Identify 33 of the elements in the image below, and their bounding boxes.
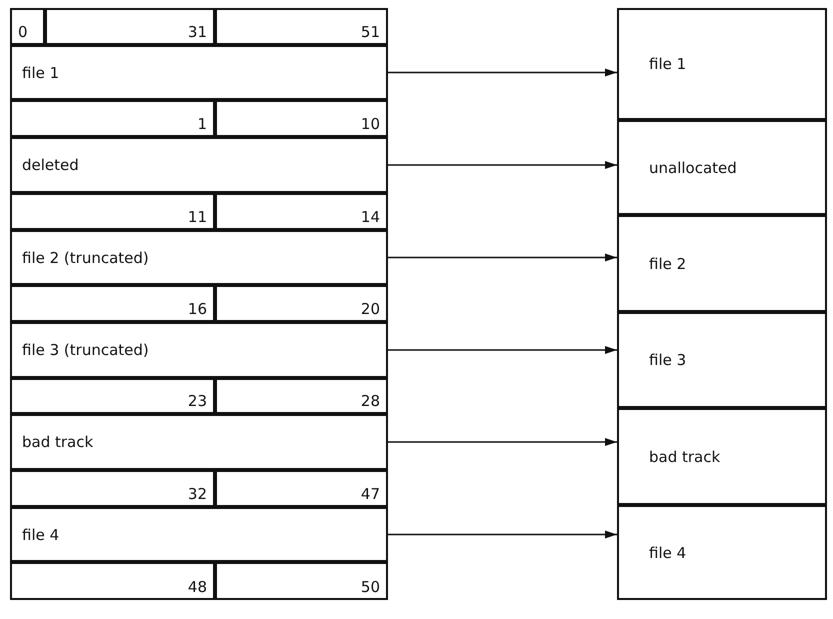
table-cell: 28 <box>215 378 388 414</box>
table-cell: 23 <box>10 378 215 414</box>
disk-region-box: file 1 <box>617 8 827 120</box>
table-cell: 48 <box>10 562 215 600</box>
table-cell: 0 <box>10 8 45 45</box>
table-cell: 10 <box>215 100 388 137</box>
arrow <box>388 346 617 354</box>
table-cell: 11 <box>10 193 215 230</box>
disk-region-box: file 4 <box>617 505 827 600</box>
entry-row: file 2 (truncated) <box>10 230 388 285</box>
table-cell: 51 <box>215 8 388 45</box>
arrow <box>388 438 617 446</box>
entry-row: file 3 (truncated) <box>10 322 388 378</box>
disk-region-box: bad track <box>617 408 827 505</box>
entry-row: file 4 <box>10 507 388 562</box>
arrow <box>388 254 617 262</box>
disk-region-box: file 3 <box>617 312 827 408</box>
table-cell: 47 <box>215 470 388 507</box>
arrow <box>388 161 617 169</box>
disk-region-box: file 2 <box>617 215 827 312</box>
table-cell: 50 <box>215 562 388 600</box>
entry-row: file 1 <box>10 45 388 100</box>
table-cell: 20 <box>215 285 388 322</box>
table-cell: 31 <box>45 8 215 45</box>
table-cell: 1 <box>10 100 215 137</box>
entry-row: deleted <box>10 137 388 193</box>
table-cell: 32 <box>10 470 215 507</box>
table-cell: 14 <box>215 193 388 230</box>
table-cell: 16 <box>10 285 215 322</box>
disk-region-box: unallocated <box>617 120 827 215</box>
entry-row: bad track <box>10 414 388 470</box>
arrow <box>388 530 617 538</box>
arrow <box>388 68 617 76</box>
